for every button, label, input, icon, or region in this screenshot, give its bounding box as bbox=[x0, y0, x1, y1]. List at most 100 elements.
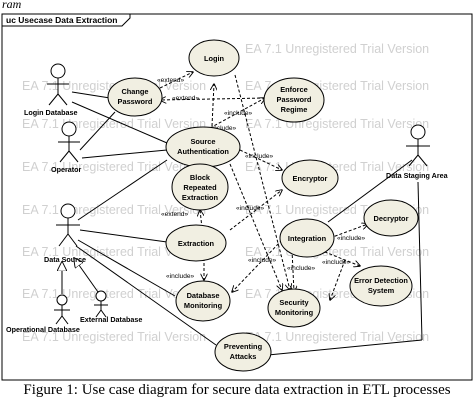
relation-label: «include» bbox=[166, 273, 195, 280]
use-case-preventing-attacks[interactable]: Preventing Attacks bbox=[214, 332, 272, 372]
actor-login-database[interactable]: Login Database bbox=[24, 63, 78, 117]
use-case-label: Extraction bbox=[178, 239, 215, 248]
use-case-label: Password bbox=[118, 97, 153, 106]
association-line bbox=[327, 159, 413, 223]
association-line bbox=[71, 91, 111, 99]
relation-label: «include» bbox=[208, 125, 237, 132]
watermark-text: EA 7.1 Unregistered Trial Version bbox=[22, 160, 206, 174]
watermark-text: EA 7.1 Unregistered Trial Version bbox=[22, 330, 206, 344]
use-case-label: Repeated bbox=[183, 183, 217, 192]
relation-label: «include» bbox=[337, 235, 366, 242]
use-case-label: Security bbox=[279, 298, 309, 307]
use-case-source-authentication[interactable]: Source Authentication bbox=[165, 126, 241, 168]
actor-data-staging-area[interactable]: Data Staging Area bbox=[386, 124, 449, 180]
actor-label: Login Database bbox=[24, 108, 78, 117]
use-case-label: Source bbox=[190, 137, 215, 146]
watermark-text: EA 7.1 Unregistered Trial Version bbox=[22, 117, 206, 131]
use-case-error-detection-system[interactable]: Error Detection System bbox=[349, 265, 413, 307]
use-case-label: Regime bbox=[281, 105, 308, 114]
relation-label: «include» bbox=[224, 110, 253, 117]
association-line bbox=[77, 239, 176, 297]
include-arrow bbox=[212, 84, 214, 127]
actor-data-source[interactable]: Data Source bbox=[44, 203, 86, 264]
actor-label: External Database bbox=[80, 315, 142, 324]
association-line bbox=[77, 159, 168, 221]
actor-operational-database[interactable]: Operational Database bbox=[6, 294, 80, 334]
use-case-label: System bbox=[368, 286, 395, 295]
use-case-label: Attacks bbox=[230, 352, 257, 361]
extend-arrow bbox=[159, 72, 193, 89]
relation-label: «extend» bbox=[161, 211, 188, 218]
generalizations bbox=[62, 258, 99, 294]
association-line bbox=[71, 101, 168, 144]
use-case-diagram: EA 7.1 Unregistered Trial Version EA 7.1… bbox=[1, 13, 473, 381]
association-line bbox=[267, 339, 423, 356]
use-case-label: Block bbox=[190, 173, 211, 182]
associations bbox=[71, 91, 423, 356]
use-case-label: Change bbox=[121, 87, 148, 96]
use-case-extraction[interactable]: Extraction bbox=[165, 224, 227, 262]
relation-label: «include» bbox=[236, 205, 265, 212]
association-line bbox=[81, 149, 168, 159]
relation-label: «include» bbox=[322, 259, 351, 266]
actor-operator[interactable]: Operator bbox=[51, 121, 82, 174]
dependencies bbox=[160, 72, 368, 300]
use-case-database-monitoring[interactable]: Database Monitoring bbox=[175, 280, 231, 322]
association-line bbox=[75, 245, 217, 346]
relation-label: «extend» bbox=[157, 77, 184, 84]
include-arrow bbox=[209, 98, 265, 129]
watermark-text: EA 7.1 Unregistered Trial Version bbox=[245, 42, 429, 56]
watermark-text: EA 7.1 Unregistered Trial Version bbox=[245, 330, 429, 344]
use-case-label: Integration bbox=[288, 234, 327, 243]
association-line bbox=[417, 181, 423, 341]
use-case-label: Extraction bbox=[182, 193, 219, 202]
use-case-label: Login bbox=[204, 54, 225, 63]
include-arrow bbox=[319, 249, 360, 266]
actor-label: Data Source bbox=[44, 255, 86, 264]
use-case-label: Enforce bbox=[280, 85, 308, 94]
actors: Login Database Operator Data Source Oper… bbox=[6, 63, 449, 334]
use-case-label: Database bbox=[187, 291, 220, 300]
use-case-decryptor[interactable]: Decryptor bbox=[363, 199, 419, 237]
use-case-label: Error Detection bbox=[354, 276, 408, 285]
use-case-label: Monitoring bbox=[275, 308, 314, 317]
include-arrow bbox=[329, 224, 368, 239]
association-line bbox=[79, 229, 168, 243]
include-arrow bbox=[292, 249, 294, 292]
use-case-label: Preventing bbox=[224, 342, 263, 351]
extend-arrow bbox=[160, 98, 266, 100]
use-case-label: Password bbox=[277, 95, 312, 104]
use-case-login[interactable]: Login bbox=[188, 39, 240, 77]
watermark-text: EA 7.1 Unregistered Trial Version bbox=[245, 117, 429, 131]
use-case-label: Encryptor bbox=[293, 174, 328, 183]
watermark-text: EA 7.1 Unregistered Trial Version bbox=[22, 287, 206, 301]
use-case-security-monitoring[interactable]: Security Monitoring bbox=[267, 288, 321, 328]
use-case-change-password[interactable]: Change Password bbox=[107, 77, 163, 117]
use-case-label: Decryptor bbox=[374, 214, 409, 223]
relation-labels: «extend» «extend» «include» «include» «i… bbox=[157, 77, 366, 280]
use-case-block-repeated-extraction[interactable]: Block Repeated Extraction bbox=[171, 163, 229, 211]
actor-external-database[interactable]: External Database bbox=[80, 290, 142, 324]
relation-label: «extend» bbox=[172, 95, 199, 102]
dependency-arrow bbox=[330, 259, 346, 300]
relation-label: «include» bbox=[245, 153, 274, 160]
association-line bbox=[79, 111, 116, 151]
dependency-arrow bbox=[229, 163, 282, 290]
figure-caption: Figure 1: Use case diagram for secure da… bbox=[23, 382, 451, 398]
top-text-fragment: ram bbox=[2, 0, 22, 11]
relation-label: «include» bbox=[287, 265, 316, 272]
use-case-label: Monitoring bbox=[184, 301, 223, 310]
include-arrow bbox=[239, 149, 282, 170]
use-case-enforce-password-regime[interactable]: Enforce Password Regime bbox=[263, 77, 325, 123]
frame-title: uc Usecase Data Extraction bbox=[6, 15, 118, 25]
include-arrow bbox=[229, 190, 282, 231]
use-case-integration[interactable]: Integration bbox=[279, 218, 335, 258]
dependency-arrow bbox=[234, 74, 290, 290]
diagram-frame: uc Usecase Data Extraction bbox=[1, 13, 473, 381]
actor-label: Data Staging Area bbox=[386, 171, 449, 180]
use-cases: Login Change Password Enforce Password R… bbox=[107, 39, 419, 372]
actor-label: Operator bbox=[51, 165, 82, 174]
use-case-encryptor[interactable]: Encryptor bbox=[281, 159, 339, 197]
relation-label: «include» bbox=[248, 257, 277, 264]
extend-arrow bbox=[200, 210, 202, 229]
